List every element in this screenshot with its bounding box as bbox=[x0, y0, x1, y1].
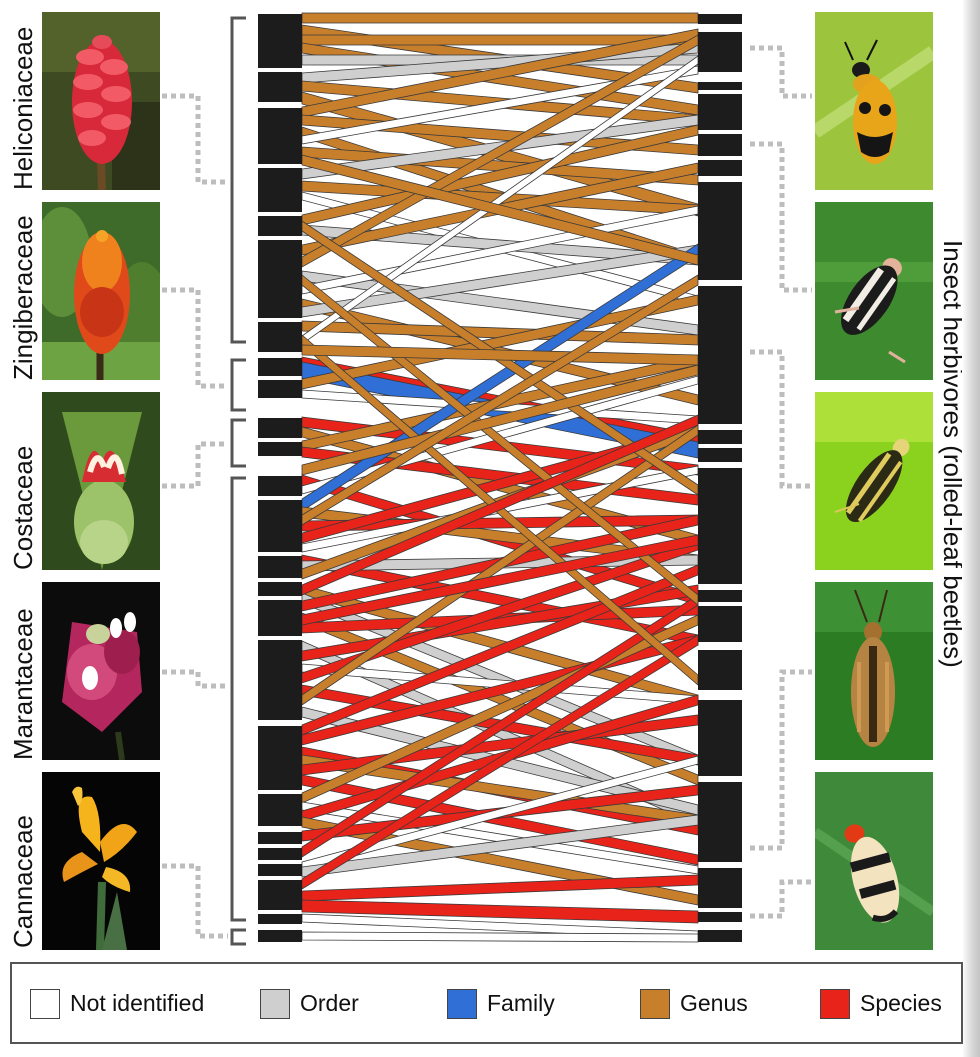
connector-beetle-1 bbox=[750, 48, 812, 96]
insect-node-10 bbox=[698, 468, 742, 584]
legend: Not identified Order Family Genus Specie… bbox=[10, 962, 963, 1044]
plant-node-12 bbox=[258, 500, 302, 552]
legend-swatch-order bbox=[260, 989, 290, 1019]
legend-swatch-species bbox=[820, 989, 850, 1019]
interaction-link-0 bbox=[302, 13, 698, 23]
bracket-costaceae bbox=[232, 420, 246, 466]
insect-node-3 bbox=[698, 94, 742, 130]
insect-node-14 bbox=[698, 700, 742, 776]
bracket-heliconiaceae-zingiberaceae bbox=[232, 18, 246, 342]
photo-beetle-1 bbox=[815, 12, 933, 190]
insect-node-9 bbox=[698, 448, 742, 462]
bracket-marantaceae bbox=[232, 478, 246, 920]
insect-node-18 bbox=[698, 930, 742, 942]
plant-node-10 bbox=[258, 442, 302, 456]
insect-node-6 bbox=[698, 182, 742, 280]
insect-node-7 bbox=[698, 286, 742, 424]
insect-node-16 bbox=[698, 868, 742, 908]
plant-node-4 bbox=[258, 216, 302, 236]
insect-node-17 bbox=[698, 912, 742, 922]
plant-node-2 bbox=[258, 108, 302, 164]
plant-node-13 bbox=[258, 556, 302, 578]
family-label-marantaceae: Marantaceae bbox=[8, 608, 38, 760]
connector-heliconiaceae bbox=[162, 96, 228, 182]
plant-node-0 bbox=[258, 14, 302, 68]
legend-label-not-identified: Not identified bbox=[70, 990, 204, 1017]
legend-label-species: Species bbox=[860, 990, 942, 1017]
legend-swatch-genus bbox=[640, 989, 670, 1019]
plant-node-18 bbox=[258, 794, 302, 826]
insect-node-2 bbox=[698, 82, 742, 90]
photo-beetle-2 bbox=[815, 202, 933, 380]
family-label-cannaceae: Cannaceae bbox=[8, 815, 38, 948]
insect-node-11 bbox=[698, 590, 742, 602]
interaction-link-74 bbox=[302, 932, 698, 942]
plant-node-21 bbox=[258, 864, 302, 876]
insect-node-8 bbox=[698, 430, 742, 444]
connector-beetle-5 bbox=[750, 882, 812, 916]
insect-node-13 bbox=[698, 650, 742, 690]
photo-canna bbox=[42, 772, 160, 950]
connector-marantaceae bbox=[162, 672, 228, 686]
family-label-heliconiaceae: Heliconiaceae bbox=[8, 27, 38, 190]
photo-zingiber bbox=[42, 202, 160, 380]
plant-node-23 bbox=[258, 914, 302, 924]
connector-cannaceae bbox=[162, 866, 228, 936]
plant-node-22 bbox=[258, 880, 302, 910]
photo-costus bbox=[42, 392, 160, 570]
bracket-cannaceae bbox=[232, 930, 246, 944]
plant-node-6 bbox=[258, 322, 302, 352]
photo-beetle-3 bbox=[815, 392, 933, 570]
family-label-zingiberaceae: Zingiberaceae bbox=[8, 215, 38, 380]
plant-node-11 bbox=[258, 476, 302, 496]
network-figure: Heliconiaceae Zingiberaceae Costaceae Ma… bbox=[0, 0, 980, 960]
photo-beetle-5 bbox=[815, 772, 933, 950]
insect-node-4 bbox=[698, 134, 742, 156]
connector-zingiberaceae bbox=[162, 290, 228, 386]
plant-node-1 bbox=[258, 72, 302, 102]
plant-node-9 bbox=[258, 418, 302, 438]
plant-node-20 bbox=[258, 848, 302, 860]
plant-node-14 bbox=[258, 582, 302, 596]
plant-node-8 bbox=[258, 380, 302, 398]
insect-node-0 bbox=[698, 14, 742, 24]
family-label-costaceae: Costaceae bbox=[8, 446, 38, 570]
plant-node-5 bbox=[258, 240, 302, 318]
plant-node-7 bbox=[258, 358, 302, 376]
insect-node-1 bbox=[698, 32, 742, 72]
plant-node-16 bbox=[258, 640, 302, 720]
connector-beetle-4 bbox=[750, 672, 812, 848]
connector-beetle-2 bbox=[750, 144, 812, 290]
photo-maranta bbox=[42, 582, 160, 760]
bracket-zingiberaceae bbox=[232, 360, 246, 410]
legend-label-family: Family bbox=[487, 990, 555, 1017]
plant-node-17 bbox=[258, 726, 302, 790]
plant-node-15 bbox=[258, 600, 302, 636]
connector-costaceae bbox=[162, 444, 228, 486]
connector-beetle-3 bbox=[750, 352, 812, 486]
insect-node-15 bbox=[698, 782, 742, 862]
photo-heliconia bbox=[42, 12, 160, 190]
insect-node-5 bbox=[698, 160, 742, 176]
legend-swatch-not-identified bbox=[30, 989, 60, 1019]
legend-label-genus: Genus bbox=[680, 990, 748, 1017]
legend-label-order: Order bbox=[300, 990, 359, 1017]
plant-node-3 bbox=[258, 168, 302, 212]
insect-node-12 bbox=[698, 606, 742, 642]
plant-node-19 bbox=[258, 832, 302, 844]
page-edge-shadow bbox=[962, 0, 980, 1057]
plant-node-24 bbox=[258, 930, 302, 942]
legend-swatch-family bbox=[447, 989, 477, 1019]
photo-beetle-4 bbox=[815, 582, 933, 760]
